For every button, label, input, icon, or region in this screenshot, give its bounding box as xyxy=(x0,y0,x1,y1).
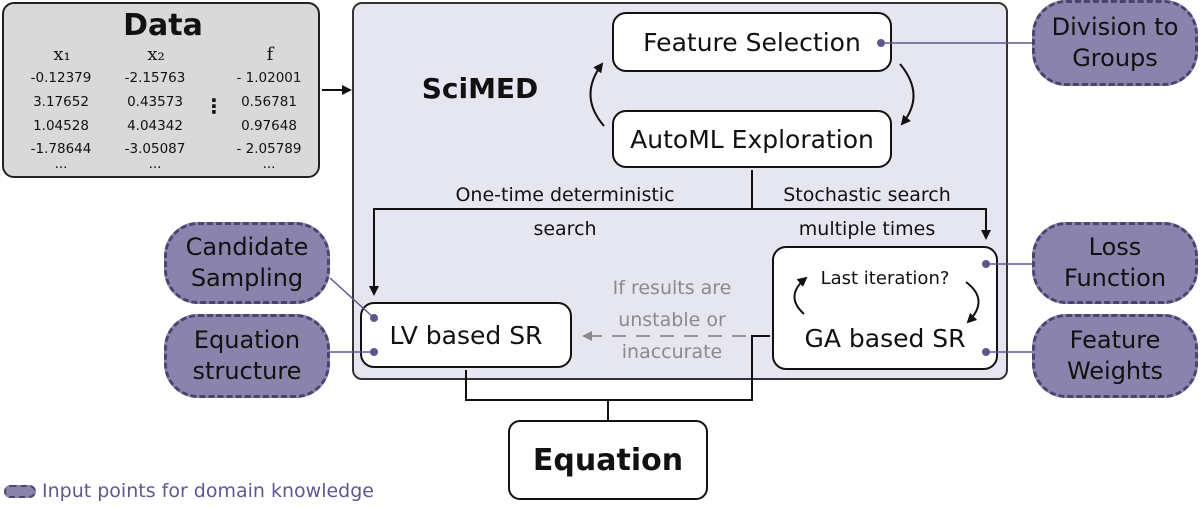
data-title: Data xyxy=(123,8,203,43)
data-cell: ... xyxy=(262,156,276,172)
cycle-arrow-right xyxy=(899,63,915,126)
data-cell: ... xyxy=(148,156,162,172)
last-iteration-label: Last iteration? xyxy=(820,268,950,289)
candidate-sampling-input: Candidate Sampling xyxy=(164,222,330,304)
input-point-lv-candidate xyxy=(370,314,378,322)
data-cell: 1.04528 xyxy=(33,118,89,134)
stochastic-search-label: Stochastic search multiple times xyxy=(783,184,951,240)
feature-weights-input: Feature Weights xyxy=(1032,314,1198,398)
data-cell: -3.05087 xyxy=(124,141,186,157)
equation-label: Equation xyxy=(532,442,684,478)
column-header-f: f xyxy=(266,44,274,65)
vertical-ellipsis: ⋮ xyxy=(204,94,224,118)
data-cell: 0.97648 xyxy=(241,118,297,134)
data-cell: -2.15763 xyxy=(124,70,186,86)
data-cell: - 1.02001 xyxy=(236,70,302,86)
data-cell: 4.04342 xyxy=(127,118,183,134)
data-cell: 0.43573 xyxy=(127,94,183,110)
data-panel: Data x₁ x₂ f -0.12379 -2.15763 - 1.02001… xyxy=(2,2,320,178)
cycle-arrow-left xyxy=(589,62,605,127)
stochastic-branch-arrow xyxy=(752,208,991,240)
feature-selection-box: Feature Selection xyxy=(612,12,892,72)
input-point-ga-weights xyxy=(982,348,990,356)
ga-loop-arrow-left xyxy=(793,276,808,315)
division-to-groups-input: Division to Groups xyxy=(1032,0,1198,86)
deterministic-search-label: One-time deterministic search xyxy=(455,184,675,240)
ga-based-sr-label: GA based SR xyxy=(804,324,966,353)
data-cell: 0.56781 xyxy=(241,94,297,110)
scimed-title: SciMED xyxy=(421,72,539,105)
legend-swatch xyxy=(4,485,36,498)
automl-exploration-box: AutoML Exploration xyxy=(612,110,892,168)
equation-box: Equation xyxy=(508,420,708,500)
input-point-lv-structure xyxy=(370,348,378,356)
deterministic-branch-arrow xyxy=(369,208,752,296)
input-point-feature-selection xyxy=(877,39,885,47)
legend-label: Input points for domain knowledge xyxy=(42,480,374,502)
ga-loop-arrow-right xyxy=(965,281,980,324)
lv-based-sr-box: LV based SR xyxy=(360,302,572,368)
loss-function-input: Loss Function xyxy=(1032,222,1198,304)
data-cell: -1.78644 xyxy=(30,141,92,157)
equation-structure-input: Equation structure xyxy=(164,314,330,398)
feature-selection-label: Feature Selection xyxy=(643,27,861,57)
data-cell: 3.17652 xyxy=(33,94,89,110)
data-cell: -0.12379 xyxy=(30,70,92,86)
ga-based-sr-box: Last iteration? GA based SR xyxy=(772,246,998,370)
data-cell: - 2.05789 xyxy=(236,141,302,157)
lv-based-sr-label: LV based SR xyxy=(389,320,543,350)
data-cell: ... xyxy=(54,156,68,172)
fallback-condition-label: If results are unstable or inaccurate xyxy=(612,277,732,363)
column-header-x1: x₁ xyxy=(53,44,71,65)
input-point-ga-loss xyxy=(982,260,990,268)
automl-exploration-label: AutoML Exploration xyxy=(630,124,874,154)
column-header-x2: x₂ xyxy=(147,44,165,65)
